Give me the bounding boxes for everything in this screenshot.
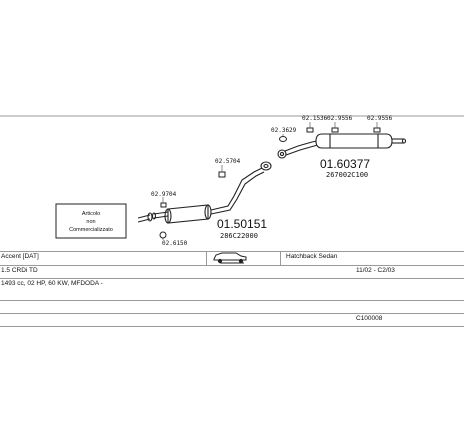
info-rule-6 [0,326,464,327]
not-marketed-line2: non [86,219,95,225]
front-oem-code: 286C22000 [220,232,258,240]
rear-part-code: 01.60377 [320,157,370,171]
info-rule-4 [0,300,464,301]
ref-label-2: 02.1536 [302,115,328,122]
front-part-code: 01.50151 [217,217,267,231]
ref-label-6: 02.9704 [151,191,177,198]
not-marketed-box [55,203,127,239]
info-rule-2 [0,265,464,266]
info-rule-5 [0,313,464,314]
ref-label-7: 02.6150 [162,240,188,247]
vehicle-body: Hatchback Sedan [286,253,338,260]
ref-label-4: 02.9556 [367,115,393,122]
vehicle-model: Accent [DAT] [1,253,39,260]
vehicle-specs: 1493 cc, 02 HP, 60 KW, MFDODA - [1,280,103,287]
info-divider-b [280,251,281,265]
info-rule-1 [0,251,464,252]
not-marketed-line3: Commercializzato [69,227,113,233]
front-pipe-assembly [137,161,272,224]
vehicle-period: 11/02 - C2/03 [356,267,395,274]
ref-label-1: 02.3629 [271,127,297,134]
ref-label-3: 02.9556 [327,115,353,122]
rear-oem-code: 267002C100 [326,171,368,179]
not-marketed-line1: Articolo [82,211,100,217]
vehicle-engine: 1.5 CRDi TD [1,267,38,274]
rear-silencer-assembly [277,133,407,159]
leader-lines [162,122,378,240]
vehicle-ref-code: C100008 [356,315,383,322]
ref-label-5: 02.5704 [215,158,241,165]
info-divider-a [206,251,207,265]
info-rule-3 [0,278,464,279]
hatchback-car-icon [213,252,247,264]
